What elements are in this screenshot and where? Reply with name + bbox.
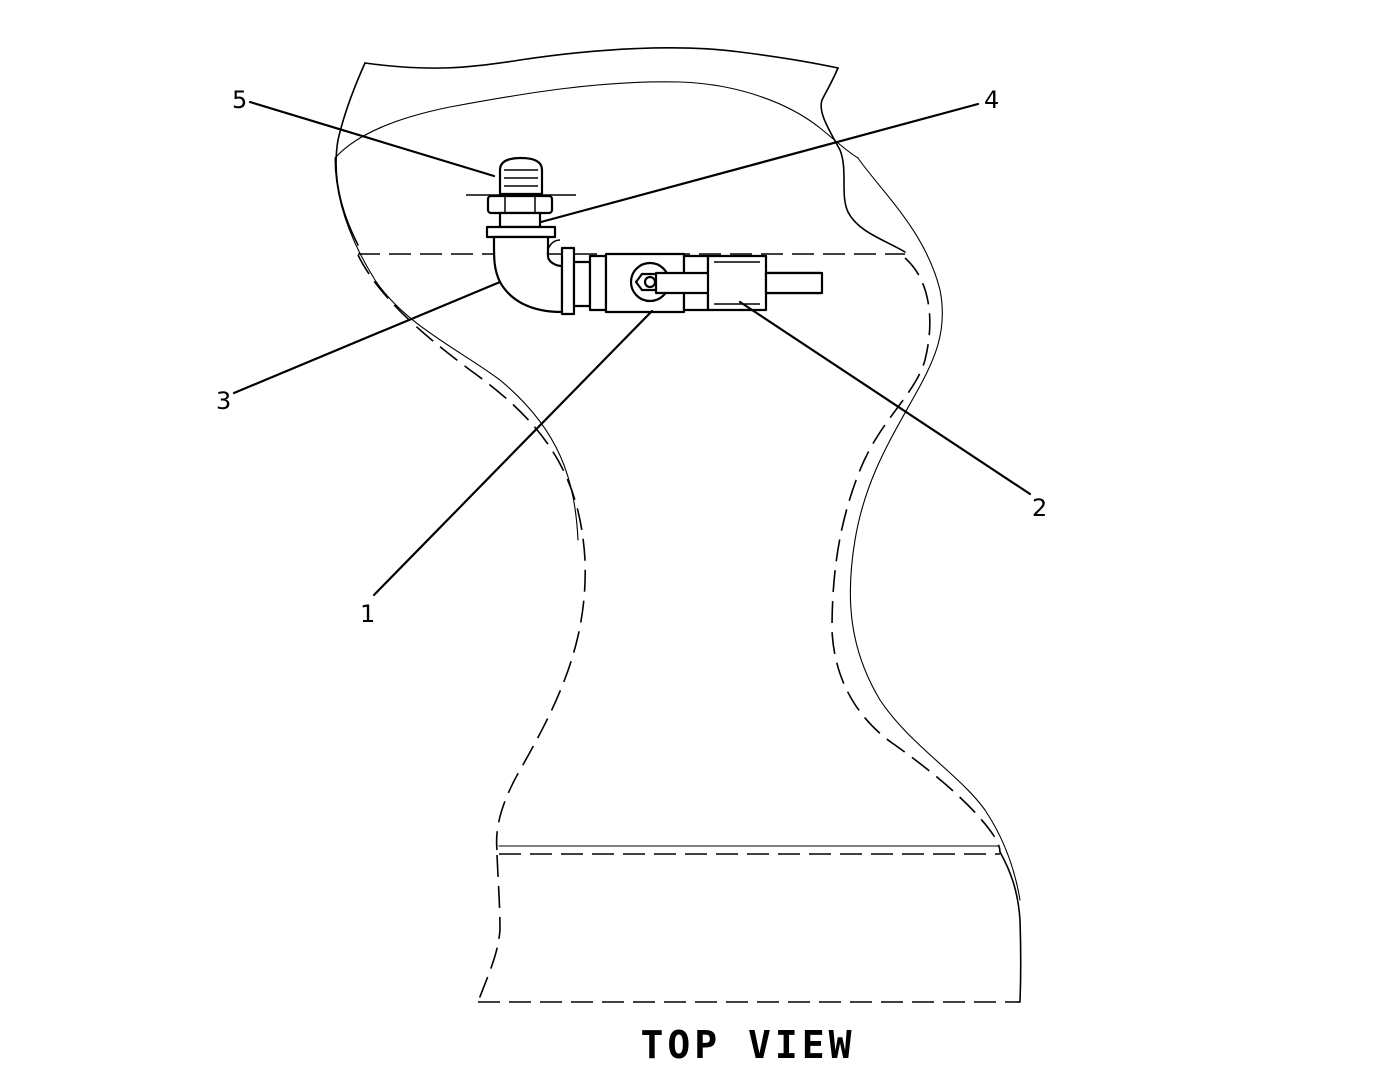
leader-lines: [232, 100, 1032, 597]
leader-5: [248, 100, 496, 178]
surface-contour: [334, 81, 1021, 901]
callout-3: 3: [216, 387, 231, 415]
elbow: [492, 235, 576, 316]
reference-line-lower: [498, 845, 1000, 855]
valve-handle: [654, 254, 824, 312]
body-outline: [335, 47, 1022, 1003]
leader-2: [738, 300, 1032, 496]
leader-4: [539, 102, 980, 224]
view-caption: TOP VIEW: [640, 1023, 855, 1067]
callout-labels: 1 2 3 4 5: [216, 86, 1047, 628]
callout-1: 1: [360, 600, 375, 628]
leader-1: [372, 309, 654, 597]
callout-5: 5: [232, 86, 247, 114]
hex-nut: [485, 194, 557, 239]
callout-4: 4: [984, 86, 999, 114]
leader-3: [232, 280, 502, 395]
barb-fitting: [466, 156, 576, 196]
callout-2: 2: [1032, 494, 1047, 522]
